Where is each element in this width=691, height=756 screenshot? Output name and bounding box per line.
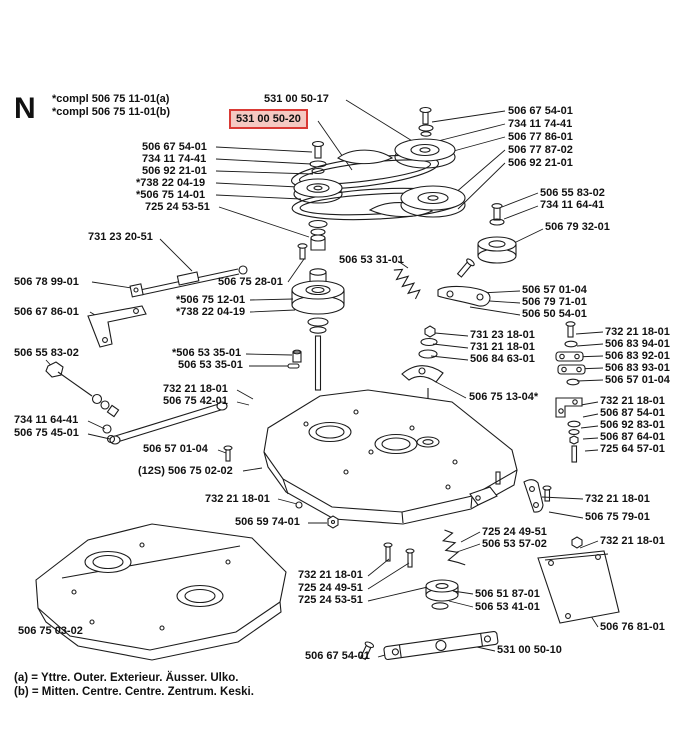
part-label: 725 24 49-51	[482, 526, 547, 538]
deck-spring	[441, 529, 466, 566]
part-label: 732 21 18-01	[205, 493, 270, 505]
part-label: 506 76 81-01	[600, 621, 665, 633]
part-label: 732 21 18-01	[605, 326, 670, 338]
part-label: 506 50 54-01	[522, 308, 587, 320]
deck-lower-left	[35, 523, 287, 661]
part-label: 734 11 64-41	[14, 414, 79, 426]
part-label: 506 75 42-01	[163, 395, 228, 407]
part-label: 506 75 03-02	[18, 625, 83, 637]
part-label: 506 57 01-04	[143, 443, 208, 455]
part-label: 506 55 83-02	[540, 187, 605, 199]
part-label: 734 11 74-41	[508, 118, 573, 130]
part-label: 506 83 94-01	[605, 338, 670, 350]
part-label: 732 21 18-01	[298, 569, 363, 581]
part-label: 731 21 18-01	[470, 341, 535, 353]
part-label: 506 55 83-02	[14, 347, 79, 359]
footnote-a: (a) = Yttre. Outer. Exterieur. Äusser. U…	[14, 672, 239, 684]
part-label: 506 67 86-01	[14, 306, 79, 318]
part-label: 731 23 20-51	[88, 231, 153, 243]
left-bracket	[87, 305, 147, 348]
part-label: 732 21 18-01	[585, 493, 650, 505]
part-label: 506 92 21-01	[508, 157, 573, 169]
part-label: 531 00 50-17	[264, 93, 329, 105]
idler-spring	[393, 268, 421, 300]
section-letter: N	[14, 92, 37, 125]
hook-bracket	[523, 479, 552, 513]
part-label: *506 53 35-01	[172, 347, 242, 359]
support-rod	[102, 401, 233, 462]
right-hardware-column	[555, 321, 586, 463]
part-label: 731 23 18-01	[470, 329, 535, 341]
part-label: *738 22 04-19	[176, 306, 246, 318]
part-label: 506 67 54-01	[142, 141, 207, 153]
part-label: 725 24 53-51	[145, 201, 210, 213]
compl-note-a: *compl 506 75 11-01(a)	[52, 93, 170, 105]
part-label: 506 53 31-01	[339, 254, 404, 266]
pulley-top-right	[394, 106, 466, 218]
highlighted-part-label: 531 00 50-20	[229, 109, 308, 129]
part-label: 506 87 64-01	[600, 431, 665, 443]
part-label: 506 75 79-01	[585, 511, 650, 523]
part-label: 506 79 32-01	[545, 221, 610, 233]
blade	[383, 630, 499, 661]
diagonal-bolt	[45, 361, 120, 418]
compl-note-b: *compl 506 75 11-01(b)	[52, 106, 171, 118]
part-label: 506 78 99-01	[14, 276, 79, 288]
part-label: 506 53 41-01	[475, 601, 540, 613]
components	[35, 106, 620, 661]
part-label: 506 53 57-02	[482, 538, 547, 550]
part-label: 506 83 93-01	[605, 362, 670, 374]
part-label: 506 77 87-02	[508, 144, 573, 156]
part-label: 506 87 54-01	[600, 407, 665, 419]
part-label: *506 75 12-01	[176, 294, 246, 306]
part-label: 506 83 92-01	[605, 350, 670, 362]
idler-arm	[437, 285, 491, 307]
part-label: 725 24 53-51	[298, 594, 363, 606]
idler-bolt	[456, 258, 475, 278]
part-label: 725 64 57-01	[600, 443, 665, 455]
part-label: 506 92 83-01	[600, 419, 665, 431]
footnote-b: (b) = Mitten. Centre. Centre. Zentrum. K…	[14, 686, 254, 698]
part-label: 732 21 18-01	[600, 395, 665, 407]
part-label: *738 22 04-19	[136, 177, 206, 189]
belt-guard-arm	[337, 149, 394, 165]
part-label: 506 92 21-01	[142, 165, 207, 177]
bottom-hardware	[295, 501, 415, 568]
part-label: *506 75 14-01	[136, 189, 206, 201]
deck-main	[263, 389, 518, 525]
part-label: 506 53 35-01	[178, 359, 243, 371]
part-label: 506 51 87-01	[475, 588, 540, 600]
part-label: 732 21 18-01	[600, 535, 665, 547]
linkage-rod	[129, 265, 248, 298]
part-label: 506 77 86-01	[508, 131, 573, 143]
deflector-plate	[537, 536, 620, 624]
part-label: 506 79 71-01	[522, 296, 587, 308]
part-label: 725 24 49-51	[298, 582, 363, 594]
part-label: 732 21 18-01	[163, 383, 228, 395]
part-label: 506 59 74-01	[235, 516, 300, 528]
part-label: 506 67 54-01	[305, 650, 370, 662]
part-label: 506 57 01-04	[522, 284, 587, 296]
part-label: (12S) 506 75 02-02	[138, 465, 233, 477]
part-label: 506 57 01-04	[605, 374, 670, 386]
cup-pulley	[477, 203, 517, 264]
part-label: 506 75 13-04*	[469, 391, 539, 403]
part-label: 506 75 45-01	[14, 427, 79, 439]
part-label: 734 11 64-41	[540, 199, 605, 211]
part-label: 531 00 50-10	[497, 644, 562, 656]
small-pins	[287, 349, 302, 369]
part-label: 506 75 28-01	[218, 276, 283, 288]
part-label: 506 67 54-01	[508, 105, 573, 117]
part-label: 734 11 74-41	[142, 153, 207, 165]
blade-bolt	[360, 641, 375, 661]
leader-lines	[45, 99, 604, 658]
blade-hub	[425, 579, 459, 610]
spindle-assembly	[291, 140, 345, 391]
part-label: 506 84 63-01	[470, 353, 535, 365]
